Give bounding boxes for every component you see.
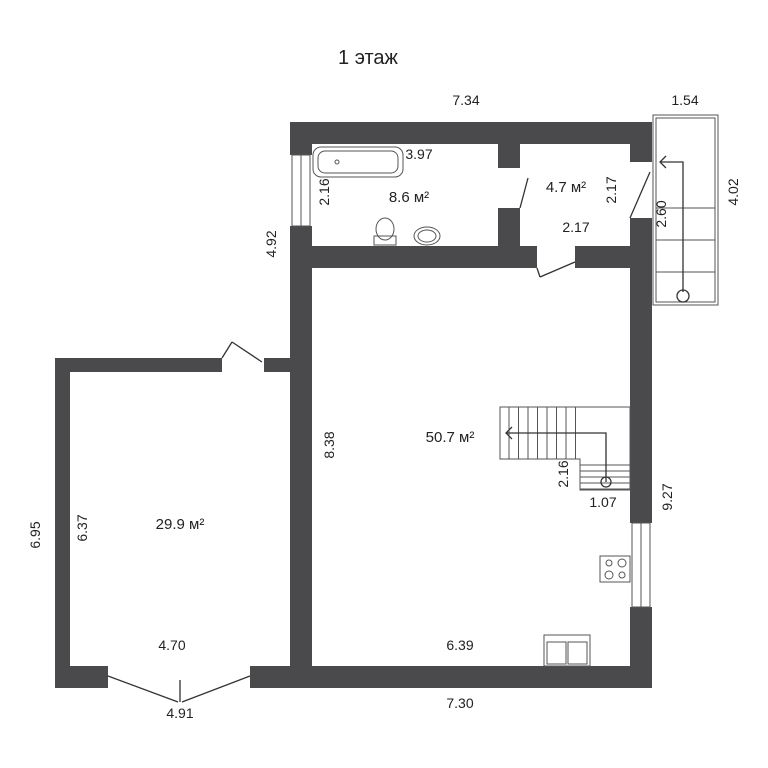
doors [107,171,651,703]
svg-text:9.27: 9.27 [659,483,675,510]
stove [599,555,631,583]
svg-text:3.97: 3.97 [405,146,432,162]
svg-text:2.60: 2.60 [653,200,669,227]
kitchen-sink [543,634,591,667]
room-area-main-hall: 50.7 м² [426,429,475,446]
svg-text:1.07: 1.07 [589,494,616,510]
svg-text:4.02: 4.02 [725,178,741,205]
svg-text:2.17: 2.17 [603,176,619,203]
svg-text:6.95: 6.95 [27,521,43,548]
svg-text:8.38: 8.38 [321,431,337,458]
external-stairs [652,114,719,306]
svg-text:7.30: 7.30 [446,695,473,711]
toilet [373,217,397,246]
svg-text:4.70: 4.70 [158,637,185,653]
svg-text:4.92: 4.92 [263,230,279,257]
room-area-left-room: 29.9 м² [156,516,205,533]
floor-title: 1 этаж [338,47,399,69]
walls [55,122,652,688]
svg-text:7.34: 7.34 [452,92,479,108]
svg-text:6.37: 6.37 [74,514,90,541]
dimension-labels: 7.34 1.54 3.97 2.16 2.17 2.17 2.60 4.02 … [27,92,741,721]
svg-text:2.17: 2.17 [562,219,589,235]
room-area-bathroom: 8.6 м² [389,189,429,206]
svg-text:2.16: 2.16 [555,460,571,487]
room-area-small-room: 4.7 м² [546,179,586,196]
bathtub [312,146,404,178]
svg-text:6.39: 6.39 [446,637,473,653]
sink [413,226,441,246]
windows [291,154,651,608]
svg-text:1.54: 1.54 [671,92,698,108]
svg-text:4.91: 4.91 [166,705,193,721]
interior-stairs [499,406,631,491]
svg-text:2.16: 2.16 [316,178,332,205]
